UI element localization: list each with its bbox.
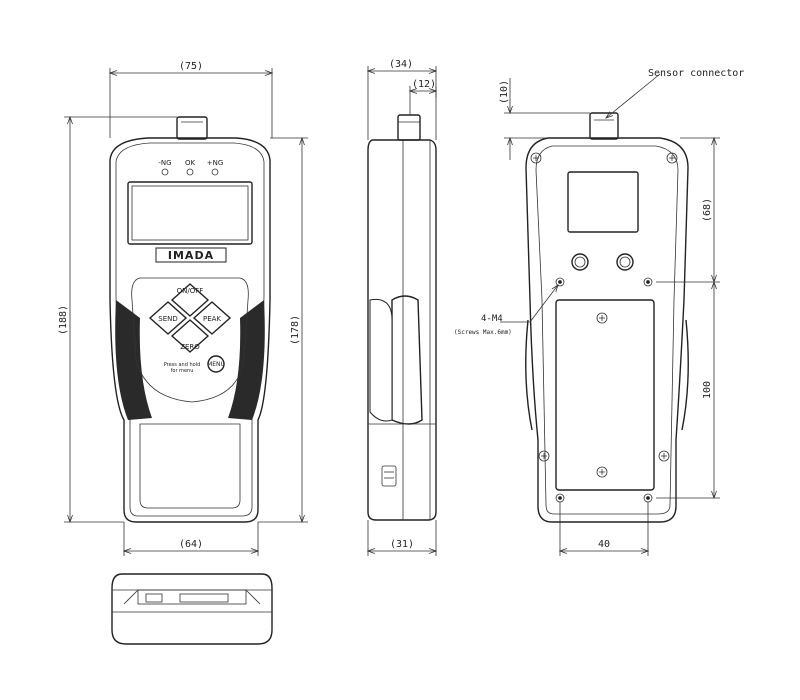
indicator-led-ok: [186, 168, 194, 176]
front-body: [109, 137, 271, 523]
on-off-key-label: ON/OFF: [177, 287, 204, 295]
front-grip-left: [115, 300, 152, 420]
sensor-connector: [589, 112, 619, 140]
send-key-label: SEND: [158, 315, 178, 323]
logo-text: IMADA: [168, 249, 214, 262]
on-off-key[interactable]: [170, 283, 210, 317]
lcd-display: [127, 181, 253, 245]
m4-mounting-holes: [555, 277, 653, 503]
hole-pitch-horizontal-dim: 40: [598, 539, 610, 550]
indicator-led-ng-minus: [161, 168, 169, 176]
side-connector-dim: (12): [412, 79, 436, 90]
sensor-connector-label: Sensor connector: [648, 68, 744, 79]
back-top-offset-dim: (10): [499, 80, 510, 104]
indicator-row: -NG OK +NG: [158, 159, 224, 176]
back-label-window: [567, 171, 639, 233]
peak-key[interactable]: [192, 301, 232, 335]
front-view: -NG OK +NG IMADA ON/OFF SEND PEAK ZERO M…: [58, 61, 308, 556]
zero-key-label: ZERO: [180, 343, 200, 351]
indicator-label-ok: OK: [185, 159, 196, 167]
logo-plate: [155, 247, 227, 263]
front-height-dim: (188): [58, 305, 69, 335]
front-grip-right: [228, 300, 265, 420]
bottom-view: [111, 573, 273, 645]
keypad: ON/OFF SEND PEAK ZERO: [148, 283, 232, 353]
indicator-led-ng-plus: [211, 168, 219, 176]
front-body-height-dim: (178): [290, 315, 301, 345]
battery-cover: [555, 299, 655, 491]
screw-label: 4-M4: [481, 314, 503, 324]
menu-note-line: Press and hold: [164, 362, 201, 368]
side-depth-dim: (34): [389, 59, 413, 70]
send-key[interactable]: [148, 301, 188, 335]
side-bottom-depth-dim: (31): [390, 539, 414, 550]
screw-note: (Screws Max.6mm): [454, 329, 512, 336]
front-bottom-width-dim: (64): [179, 539, 203, 550]
hole-pitch-vertical-dim: 100: [702, 381, 713, 399]
back-view: Sensor connector 4-M4 (Screws Max.6mm) (…: [454, 68, 744, 556]
menu-button[interactable]: [207, 355, 225, 373]
menu-button-label: MENU: [207, 361, 225, 368]
back-upper-dim: (68): [702, 198, 713, 222]
front-connector: [176, 116, 208, 140]
peak-key-label: PEAK: [203, 315, 221, 323]
indicator-label-ng-minus: -NG: [158, 159, 171, 167]
zero-key[interactable]: [170, 319, 210, 353]
indicator-label-ng-plus: +NG: [207, 159, 224, 167]
front-width-dim: (75): [179, 61, 203, 72]
keypad-panel: [131, 277, 249, 403]
side-view: (34) (12) (31): [368, 59, 436, 556]
menu-note-line: for menu: [171, 368, 194, 374]
